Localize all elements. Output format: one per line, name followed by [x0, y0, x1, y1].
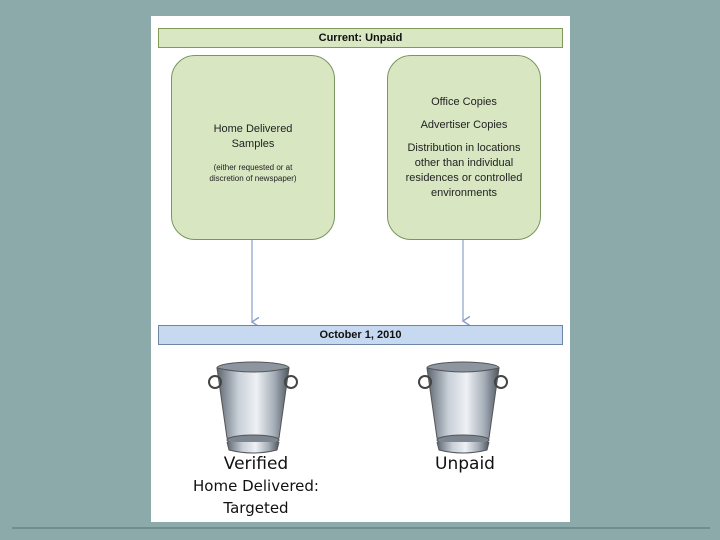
slide-bottom-rule [12, 527, 710, 529]
ice-bucket-icon [415, 358, 511, 458]
home-delivered-label: Home Delivered: [161, 475, 351, 497]
verified-bucket-label: Verified Home Delivered: Targeted [161, 453, 351, 519]
verified-label: Verified [161, 453, 351, 475]
effective-date-bar: October 1, 2010 [158, 325, 563, 345]
ice-bucket-icon [205, 358, 301, 458]
targeted-label: Targeted [161, 497, 351, 519]
diagram-panel: Current: Unpaid Home Delivered Samples (… [151, 16, 570, 522]
unpaid-bucket-label: Unpaid [407, 453, 523, 475]
